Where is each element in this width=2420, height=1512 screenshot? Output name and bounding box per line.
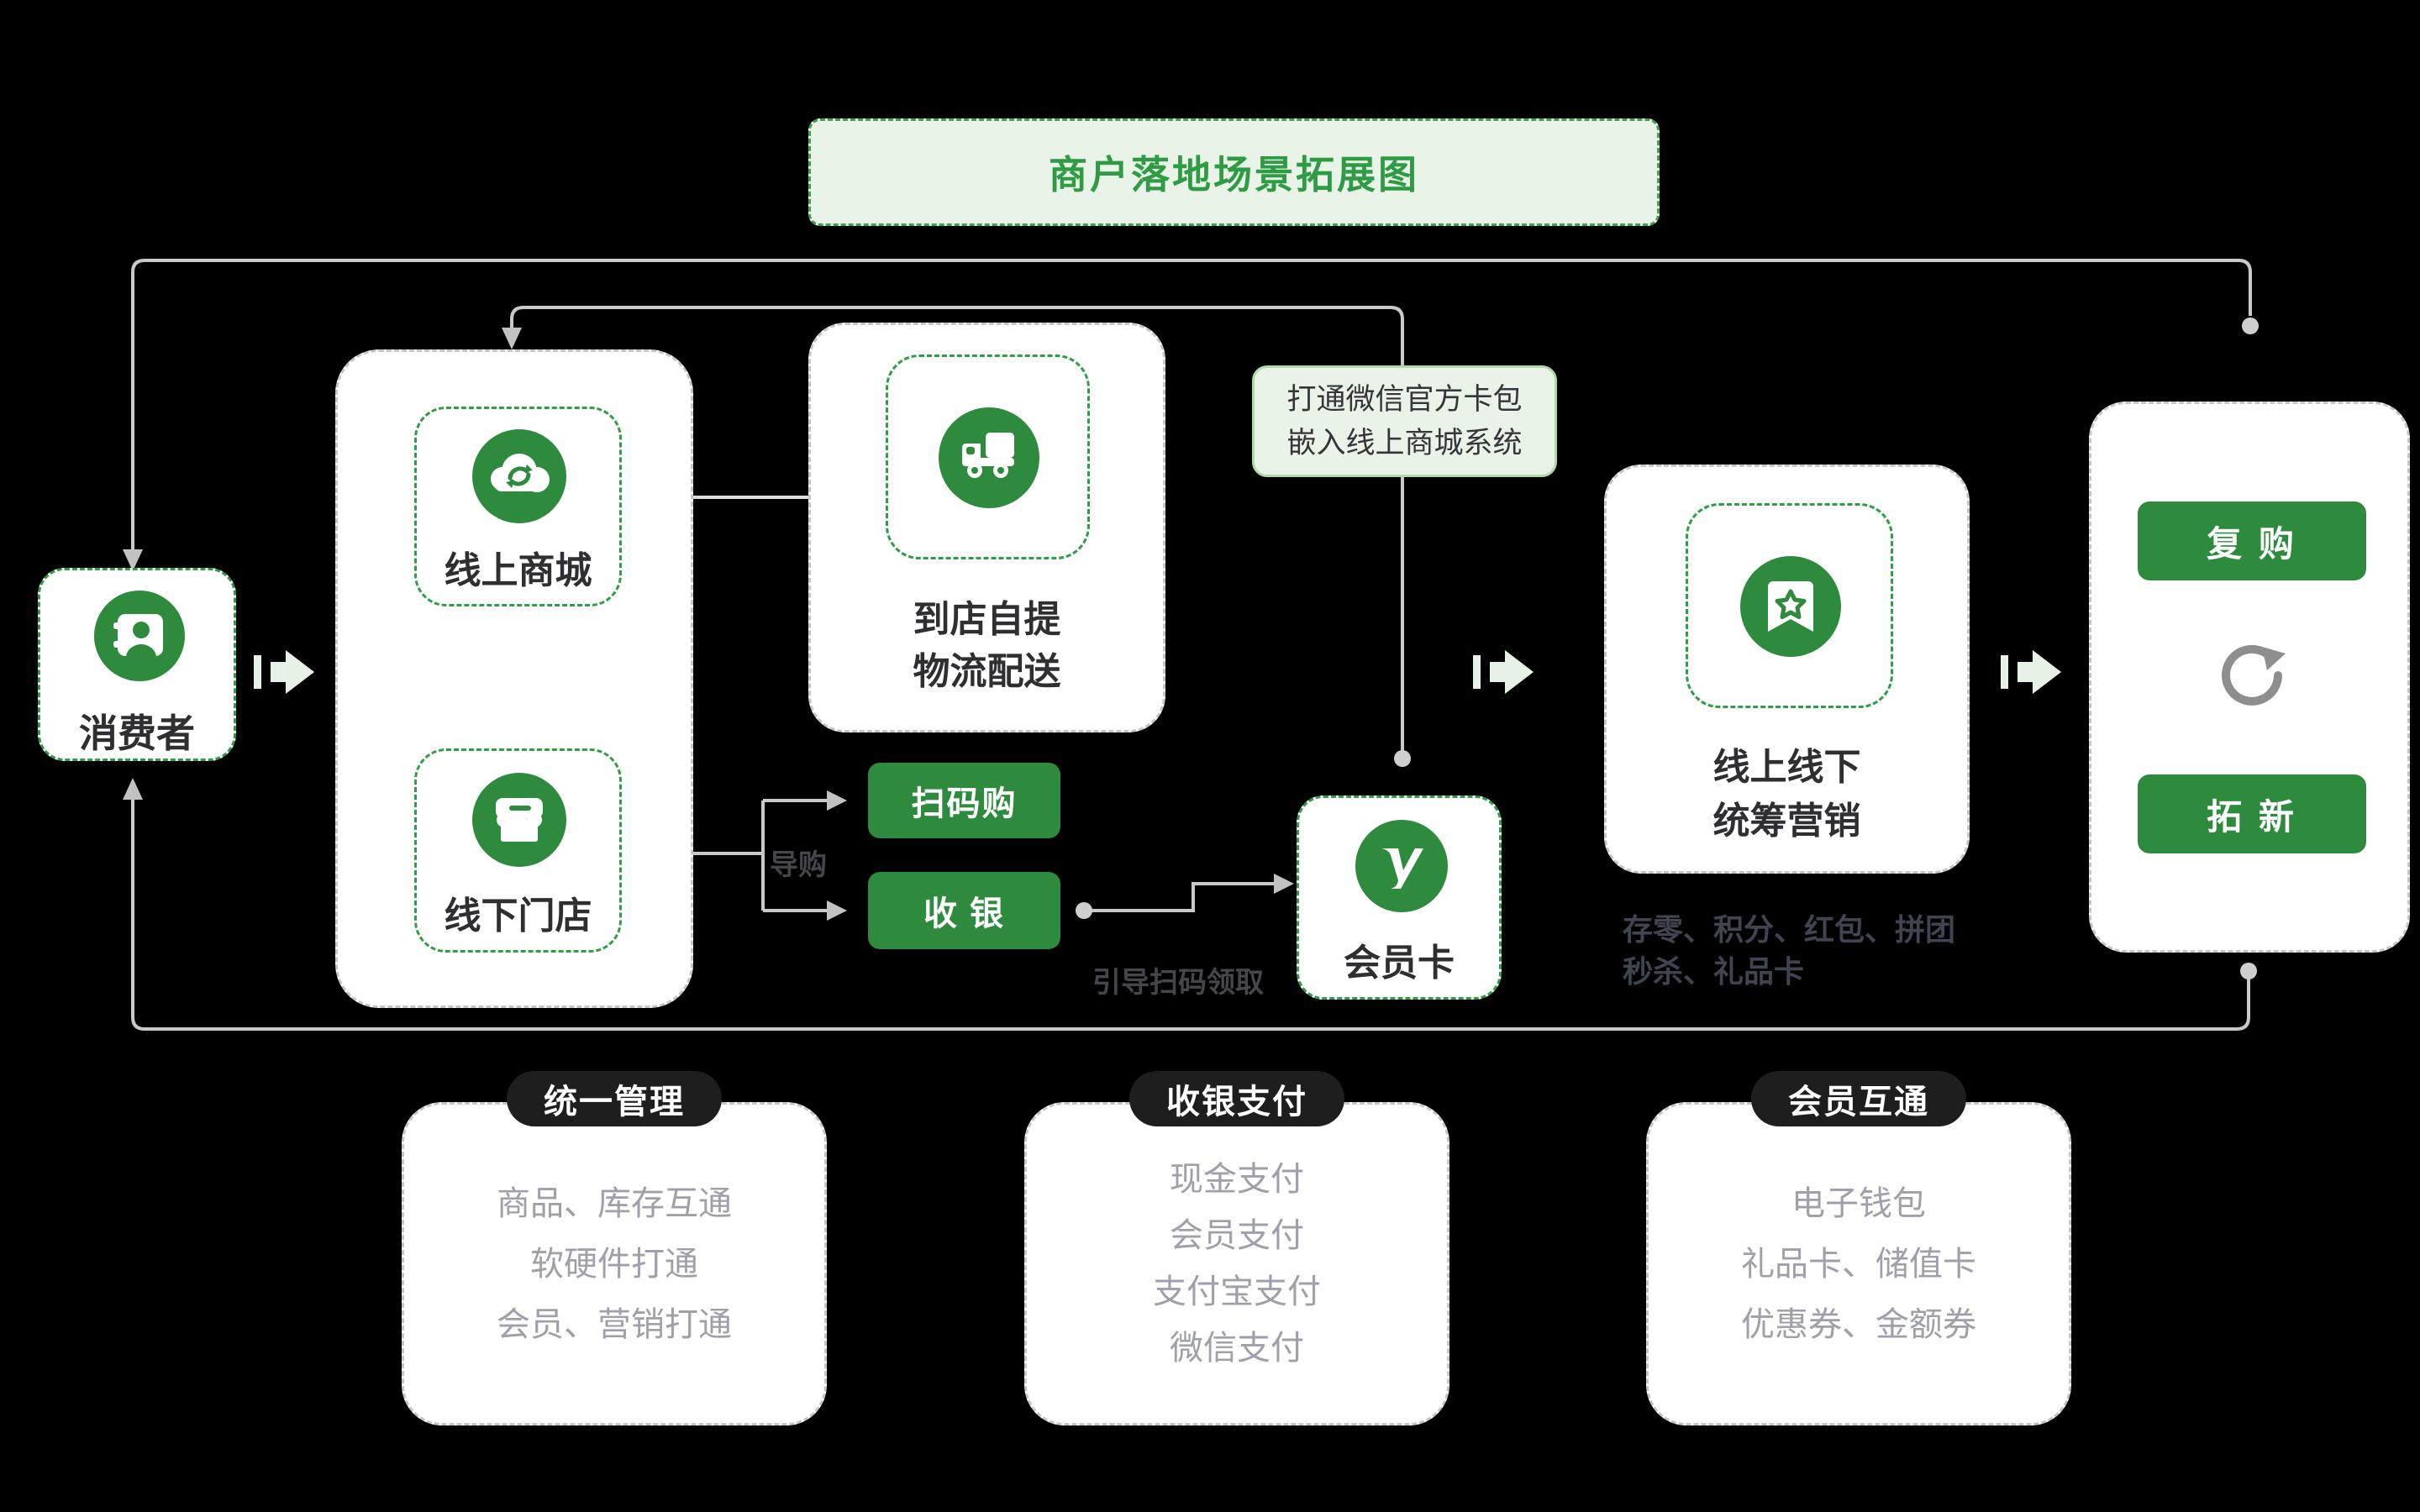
- repeat-cycle-icon: [2222, 644, 2286, 706]
- storefront-icon: [472, 773, 566, 867]
- list-item: 商品、库存互通: [497, 1184, 732, 1222]
- marketing-node: 线上线下 统筹营销: [1604, 465, 1970, 874]
- cloud-sync-icon: [472, 429, 566, 523]
- consumer-label: 消费者: [79, 711, 195, 755]
- cashier-button: 收 银: [868, 872, 1060, 949]
- list-item: 电子钱包: [1791, 1184, 1926, 1222]
- block-arrow-3: [2001, 650, 2061, 694]
- consumer-node: 消费者: [38, 568, 236, 761]
- scan-buy-button: 扫码购: [868, 763, 1060, 838]
- block-arrow-2: [1473, 650, 1534, 694]
- list-item: 礼品卡、储值卡: [1741, 1245, 1976, 1283]
- cashier-payment-box: 现金支付 会员支付 支付宝支付 微信支付: [1024, 1102, 1449, 1425]
- delivery-truck-icon: [939, 407, 1039, 508]
- cashier-payment-items: 现金支付 会员支付 支付宝支付 微信支付: [1153, 1152, 1321, 1377]
- wechat-card-callout: 打通微信官方卡包 嵌入线上商城系统: [1252, 365, 1557, 477]
- diagram-title: 商户落地场景拓展图: [808, 118, 1660, 226]
- fulfillment-icon-frame: [886, 354, 1090, 559]
- diagram-title-text: 商户落地场景拓展图: [1049, 153, 1419, 197]
- online-mall-node: 线上商城: [414, 407, 622, 606]
- marketing-label: 线上线下 统筹营销: [1712, 747, 1861, 842]
- expand-new-button: 拓 新: [2138, 774, 2366, 853]
- member-connect-items: 电子钱包 礼品卡、储值卡 优惠券、金额券: [1741, 1173, 1976, 1355]
- growth-node: 复 购 拓 新: [2089, 402, 2410, 953]
- block-arrow-1: [254, 650, 314, 694]
- arrow-bottom-loop: [131, 785, 2250, 1031]
- list-item: 软硬件打通: [530, 1245, 698, 1283]
- member-connect-header: 会员互通: [1751, 1071, 1966, 1126]
- cashier-payment-header: 收银支付: [1129, 1071, 1344, 1126]
- block-arrows: [254, 650, 2061, 694]
- list-item: 支付宝支付: [1153, 1273, 1321, 1310]
- v-logo-icon: [1355, 820, 1448, 912]
- unified-management-items: 商品、库存互通 软硬件打通 会员、营销打通: [497, 1173, 732, 1355]
- bookmark-star-icon: [1740, 556, 1841, 657]
- arrow-top-loop: [131, 259, 2252, 561]
- unified-management-box: 商品、库存互通 软硬件打通 会员、营销打通: [402, 1102, 827, 1425]
- fulfillment-node: 到店自提 物流配送: [808, 323, 1165, 732]
- offline-store-label: 线下门店: [444, 895, 592, 937]
- guide-scan-note: 引导扫码领取: [1092, 967, 1264, 999]
- list-item: 现金支付: [1170, 1160, 1304, 1198]
- offline-store-node: 线下门店: [414, 748, 622, 953]
- consumer-id-card-icon: [94, 591, 185, 681]
- guide-note: 导购: [770, 849, 827, 881]
- fulfillment-label: 到店自提 物流配送: [913, 599, 1061, 692]
- arrow-member-to-mall: [510, 306, 1404, 751]
- list-item: 会员、营销打通: [497, 1305, 732, 1343]
- list-item: 优惠券、金额券: [1741, 1305, 1976, 1343]
- marketing-tools-note: 存零、积分、红包、拼团 秒杀、礼品卡: [1623, 912, 1956, 989]
- arrow-cashier-to-member: [1084, 882, 1274, 912]
- online-mall-label: 线上商城: [444, 550, 592, 591]
- marketing-icon-frame: [1686, 503, 1893, 708]
- arrow-offline-branch: [640, 799, 827, 912]
- unified-management-header: 统一管理: [507, 1071, 722, 1126]
- member-connect-box: 电子钱包 礼品卡、储值卡 优惠券、金额券: [1646, 1102, 2071, 1425]
- repurchase-button: 复 购: [2138, 501, 2366, 580]
- list-item: 会员支付: [1170, 1216, 1304, 1254]
- member-card-node: 会员卡: [1297, 795, 1502, 1000]
- member-card-label: 会员卡: [1344, 942, 1455, 984]
- list-item: 微信支付: [1170, 1329, 1304, 1367]
